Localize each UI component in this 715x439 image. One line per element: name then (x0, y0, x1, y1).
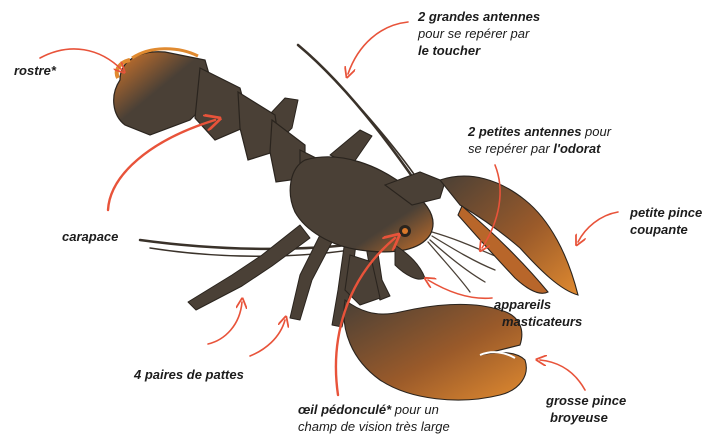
label-rostre: rostre* (14, 62, 56, 79)
label-appareils-masticateurs: appareils masticateurs (494, 296, 582, 330)
label-oeil: œil pédonculé* pour un champ de vision t… (298, 401, 450, 435)
label-petite-pince: petite pince coupante (630, 204, 702, 238)
label-pattes: 4 paires de pattes (134, 366, 244, 383)
label-petites-antennes: 2 petites antennes pour se repérer par l… (468, 123, 611, 157)
mouthparts (395, 245, 425, 279)
label-carapace: carapace (62, 228, 118, 245)
label-grosse-pince: grosse pince broyeuse (546, 392, 626, 426)
label-grandes-antennes: 2 grandes antennes pour se repérer par l… (418, 8, 540, 59)
eye (399, 225, 411, 237)
